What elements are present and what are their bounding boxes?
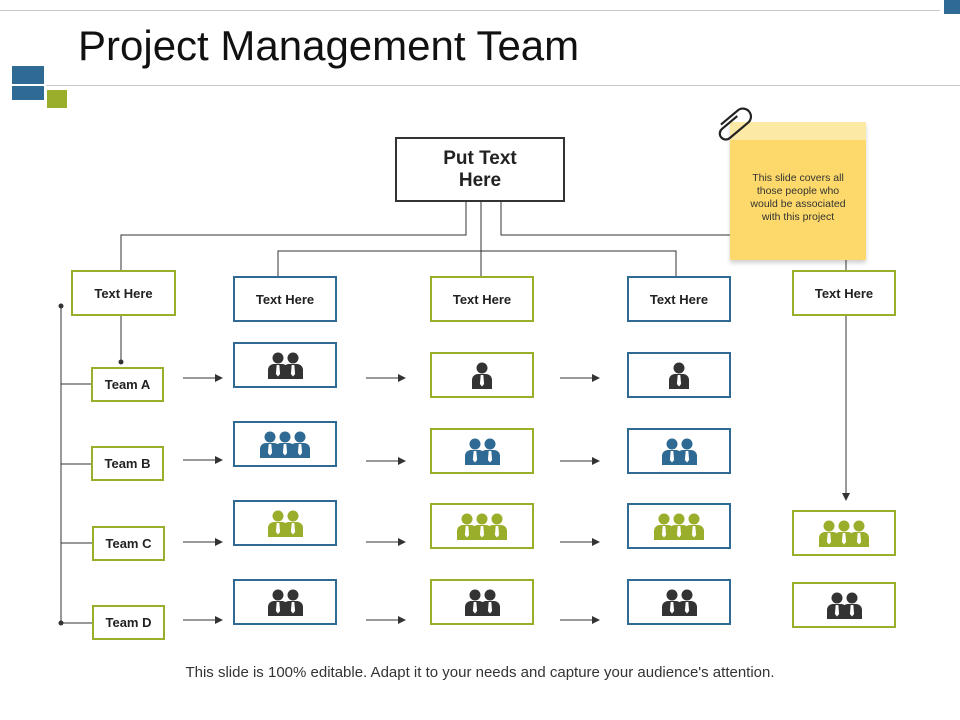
column-4-header[interactable]: Text Here — [627, 276, 731, 322]
people-group-icon — [661, 588, 697, 616]
icon-box-c-5[interactable] — [792, 510, 896, 556]
title-rule — [46, 85, 960, 86]
top-rule — [0, 10, 940, 11]
icon-box-c-2[interactable] — [430, 503, 534, 549]
icon-box-a-3[interactable] — [627, 352, 731, 398]
team-c-box[interactable]: Team C — [92, 526, 165, 561]
people-group-icon — [267, 588, 303, 616]
team-d-label: Team D — [105, 615, 152, 630]
icon-box-d-5[interactable] — [792, 582, 896, 628]
footer-text: This slide is 100% editable. Adapt it to… — [185, 664, 775, 681]
people-group-icon — [267, 509, 303, 537]
people-group-icon — [826, 591, 862, 619]
deco-square-green — [47, 90, 67, 108]
people-group-icon — [260, 430, 310, 458]
corner-square — [944, 0, 960, 14]
people-group-icon — [661, 437, 697, 465]
team-b-box[interactable]: Team B — [91, 446, 164, 481]
deco-square-blue — [12, 66, 44, 100]
icon-box-a-1[interactable] — [233, 342, 337, 388]
icon-box-d-3[interactable] — [627, 579, 731, 625]
people-group-icon — [464, 437, 500, 465]
icon-box-b-2[interactable] — [430, 428, 534, 474]
page-title: Project Management Team — [78, 22, 580, 69]
people-group-icon — [457, 512, 507, 540]
root-box-label: Put Text Here — [443, 147, 517, 191]
column-3-header[interactable]: Text Here — [430, 276, 534, 322]
column-4-label: Text Here — [649, 291, 709, 307]
icon-box-b-1[interactable] — [233, 421, 337, 467]
person-icon — [472, 361, 492, 389]
icon-box-a-2[interactable] — [430, 352, 534, 398]
column-1-header[interactable]: Text Here — [71, 270, 176, 316]
team-c-label: Team C — [105, 536, 152, 551]
person-icon — [669, 361, 689, 389]
icon-box-c-3[interactable] — [627, 503, 731, 549]
column-1-label: Text Here — [94, 285, 153, 301]
column-2-label: Text Here — [255, 291, 315, 307]
paperclip-icon — [718, 107, 753, 141]
sticky-note-tape — [730, 122, 866, 140]
people-group-icon — [267, 351, 303, 379]
icon-box-d-2[interactable] — [430, 579, 534, 625]
sticky-note-text: This slide covers all those people who w… — [750, 172, 846, 223]
column-3-label: Text Here — [452, 291, 512, 307]
team-b-label: Team B — [104, 456, 151, 471]
icon-box-c-1[interactable] — [233, 500, 337, 546]
column-5-header[interactable]: Text Here — [792, 270, 896, 316]
column-2-header[interactable]: Text Here — [233, 276, 337, 322]
people-group-icon — [654, 512, 704, 540]
root-box[interactable]: Put Text Here — [395, 137, 565, 202]
people-group-icon — [819, 519, 869, 547]
team-a-box[interactable]: Team A — [91, 367, 164, 402]
column-5-label: Text Here — [814, 285, 874, 301]
deco-square-white-line — [12, 84, 46, 86]
team-a-label: Team A — [104, 377, 151, 392]
icon-box-d-1[interactable] — [233, 579, 337, 625]
sticky-note: This slide covers all those people who w… — [730, 122, 866, 260]
people-group-icon — [464, 588, 500, 616]
icon-box-b-3[interactable] — [627, 428, 731, 474]
team-d-box[interactable]: Team D — [92, 605, 165, 640]
